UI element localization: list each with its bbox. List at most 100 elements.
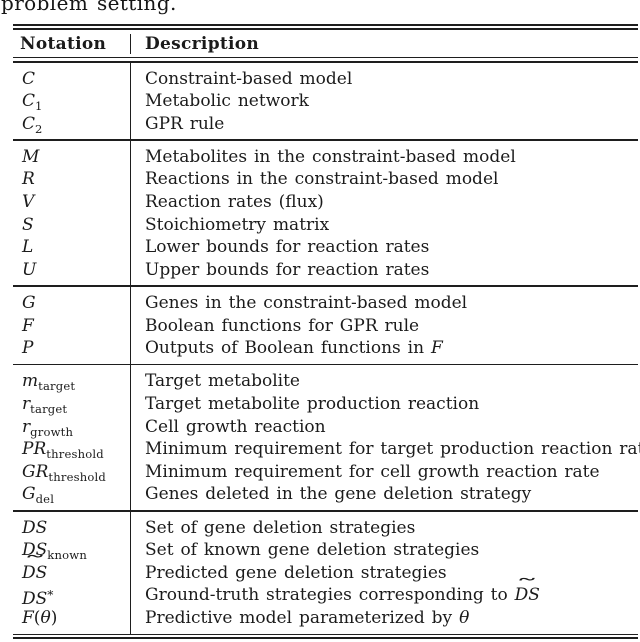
tilde-accent: ˜ (515, 575, 540, 598)
math-token: C (22, 113, 36, 134)
description-cell: Genes in the constraint-based model (145, 292, 638, 315)
math-token: ( (33, 607, 41, 628)
math-token: Target metabolite (145, 371, 300, 392)
math-token: Reactions in the constraint-based model (145, 169, 499, 190)
math-token: PR (22, 439, 47, 460)
section-divider-rule (13, 139, 638, 141)
header-bottom-rule (13, 56, 638, 63)
description-cell: Minimum requirement for cell growth reac… (145, 461, 640, 484)
description-cell: GPR rule (145, 113, 638, 136)
notation-cell: F(θ) (22, 607, 130, 630)
description-cell: Minimum requirement for target productio… (145, 438, 640, 461)
math-token: R (22, 169, 35, 190)
notation-cell: C1 (22, 90, 130, 113)
description-cell: Ground-truth strategies corresponding to… (145, 575, 638, 607)
description-cell: Reactions in the constraint-based model (145, 168, 638, 191)
math-token: Cell growth reaction (145, 416, 326, 437)
math-token: F (22, 607, 34, 628)
math-token: threshold (48, 469, 107, 484)
math-token: θ (459, 607, 470, 628)
description-cell: Target metabolite production reaction (145, 393, 640, 416)
table-top-rule (13, 24, 638, 30)
math-token: Metabolites in the constraint-based mode… (145, 146, 516, 167)
wide-tilde-notation: ˜DS (22, 553, 47, 585)
math-token: Stoichiometry matrix (145, 214, 330, 235)
description-column: Metabolites in the constraint-based mode… (131, 141, 638, 286)
math-token: growth (30, 424, 74, 439)
description-cell: Predictive model parameterized by θ (145, 607, 638, 630)
notation-cell: PRthreshold (22, 438, 130, 461)
math-token: target (30, 401, 68, 416)
math-token: threshold (46, 447, 104, 462)
math-token: Genes in the constraint-based model (145, 293, 468, 314)
description-cell: Lower bounds for reaction rates (145, 236, 638, 259)
description-cell: Genes deleted in the gene deletion strat… (145, 483, 640, 506)
section-divider-rule (13, 285, 638, 288)
description-cell: Stoichiometry matrix (145, 214, 638, 237)
math-token: ) (50, 607, 58, 628)
math-token: DS (22, 517, 48, 538)
math-token: Lower bounds for reaction rates (145, 237, 430, 258)
description-cell: Metabolic network (145, 90, 638, 113)
math-token: Upper bounds for reaction rates (145, 259, 430, 280)
math-token: Reaction rates (flux) (145, 192, 324, 213)
notation-cell: P (22, 337, 130, 360)
math-token: m (22, 371, 39, 392)
math-token: GR (22, 461, 49, 482)
math-token: Metabolic network (145, 91, 309, 112)
notation-cell: R (22, 168, 130, 191)
math-token: r (22, 394, 31, 414)
notation-cell: DS (22, 517, 130, 540)
math-token: P (22, 338, 34, 359)
table-header-row: Notation Description (13, 30, 638, 57)
math-token: Minimum requirement for cell growth reac… (145, 461, 600, 482)
math-token: Constraint-based model (145, 68, 353, 89)
tilde-accent: ˜ (22, 552, 47, 575)
math-token: F (430, 338, 443, 359)
math-token: GPR rule (145, 113, 225, 134)
description-cell: Target metabolite (145, 370, 640, 393)
math-token: known (47, 548, 87, 563)
notation-cell: C2 (22, 113, 130, 136)
wide-tilde-notation: ˜DS (515, 575, 540, 607)
notation-cell: C (22, 68, 130, 91)
notation-cell: V (22, 191, 130, 214)
description-cell: Reaction rates (flux) (145, 191, 638, 214)
description-cell: Metabolites in the constraint-based mode… (145, 146, 638, 169)
notation-cell: G (22, 292, 130, 315)
notation-cell: mtarget (22, 370, 130, 393)
math-token: Genes deleted in the gene deletion strat… (145, 484, 532, 505)
notation-cell: F (22, 315, 130, 338)
math-token: V (22, 192, 35, 213)
section-divider-rule (13, 363, 638, 366)
description-cell: Boolean functions for GPR rule (145, 315, 638, 338)
math-token: 2 (35, 121, 43, 136)
math-token: 1 (35, 99, 43, 114)
math-token: Outputs of Boolean functions in (145, 338, 431, 359)
notation-cell: M (22, 146, 130, 169)
description-cell: Set of gene deletion strategies (145, 517, 638, 540)
math-token: G (22, 484, 36, 505)
description-cell: Upper bounds for reaction rates (145, 259, 638, 282)
math-token: r (22, 416, 31, 437)
table-bottom-rule (13, 633, 638, 639)
math-token: F (22, 315, 34, 336)
math-token: U (22, 259, 37, 280)
math-token: * (47, 588, 54, 603)
header-column-divider (130, 33, 132, 54)
notation-cell: rgrowth (22, 416, 130, 439)
math-token: del (35, 492, 55, 507)
notation-cell: rtarget (22, 393, 130, 416)
